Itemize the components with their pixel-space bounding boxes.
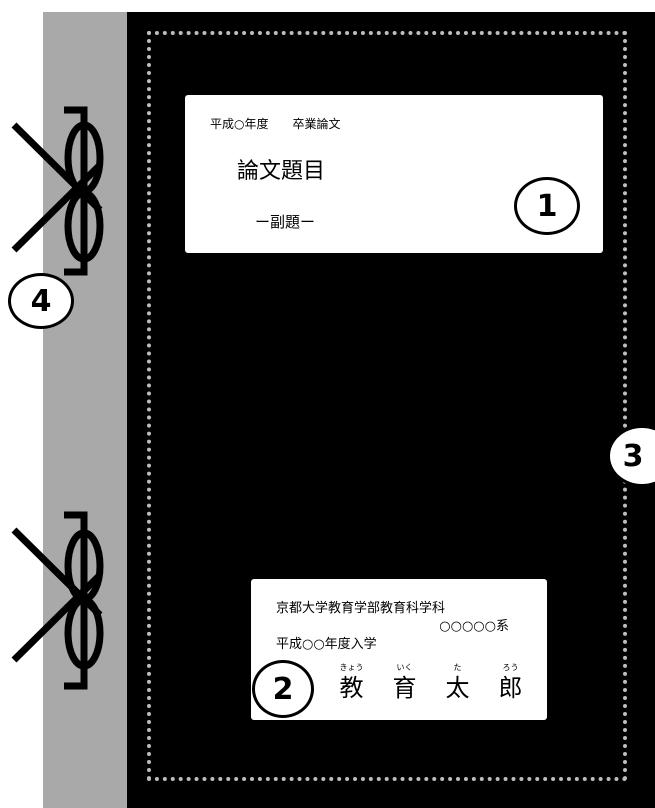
thesis-subtitle: ー副題ー [255,213,316,231]
name-kanji: 郎 [498,674,523,702]
department: 京都大学教育学部教育科学科 [276,601,446,616]
lower-binding [11,511,104,690]
callout-4: 4 [8,273,74,329]
cover-dashed-border [147,31,627,781]
callout-2: 2 [252,660,314,718]
author-name: きょう 教 いく 育 た 太 ろう 郎 [325,663,537,703]
upper-binding [11,106,104,276]
name-kanji: 育 [392,674,417,702]
callout-3: 3 [607,425,655,487]
callout-1: 1 [514,177,580,235]
name-ruby: きょう [339,663,364,672]
name-ruby: た [453,663,462,672]
name-char: きょう 教 [325,663,378,703]
entry-year: 平成○○年度入学 [276,637,377,652]
name-kanji: 太 [445,674,470,702]
year-line: 平成○年度 卒業論文 [210,117,341,131]
name-ruby: いく [396,663,413,672]
name-char: た 太 [431,663,484,703]
name-ruby: ろう [502,663,519,672]
course: ○○○○○系 [439,619,509,634]
thesis-title: 論文題目 [237,159,326,184]
name-kanji: 教 [339,674,364,702]
name-char: ろう 郎 [484,663,537,703]
name-char: いく 育 [378,663,431,703]
